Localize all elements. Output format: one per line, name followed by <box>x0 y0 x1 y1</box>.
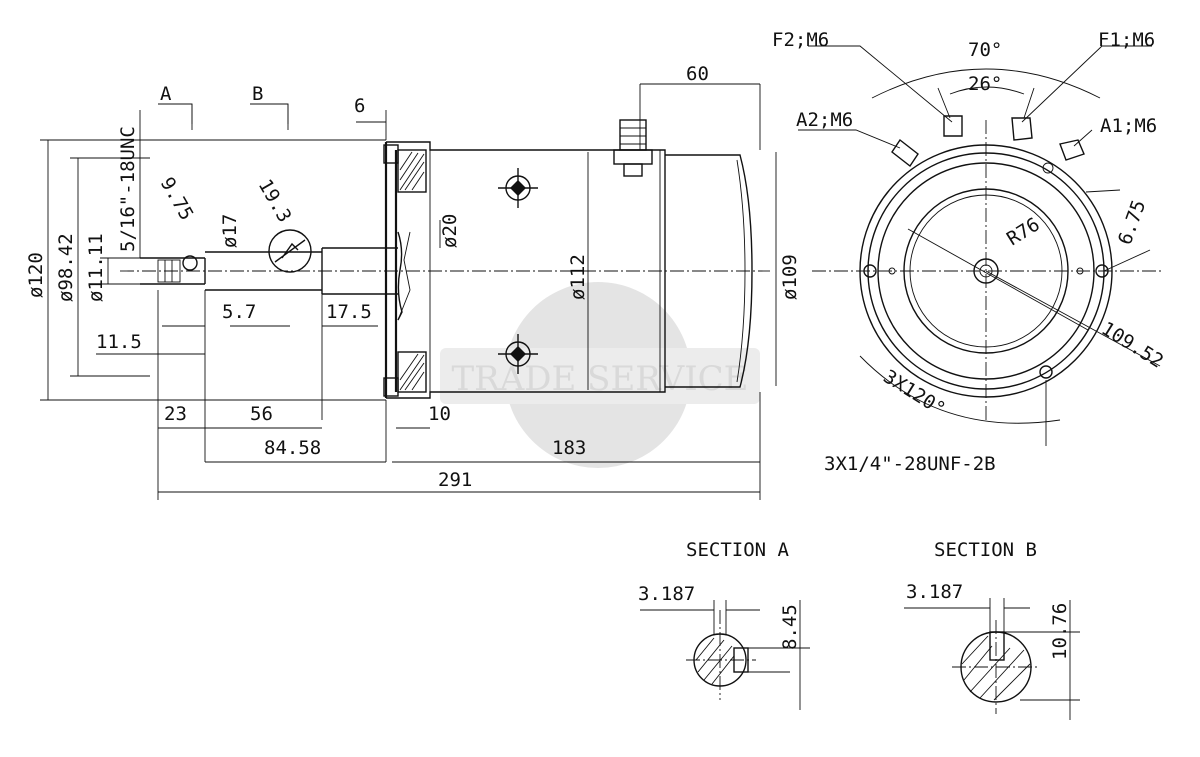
top-terminal <box>613 119 653 177</box>
dim-hole-675: 6.75 <box>1114 197 1150 248</box>
dim-hole-diameter: 9.75 <box>156 174 198 225</box>
dim-angle-26: 26° <box>968 73 1002 95</box>
dim-body-112: ø112 <box>567 254 589 300</box>
section-b-dim-height: 10.76 <box>1049 603 1071 660</box>
dim-thread: 5/16"-18UNC <box>117 126 139 252</box>
dim-shaft-diameter: ø11.11 <box>85 233 107 302</box>
dim-overall-diameter: ø120 <box>25 252 47 298</box>
dim-body-109: ø109 <box>779 254 801 300</box>
section-a-dim-width: 3.187 <box>638 583 695 605</box>
section-marker-a: A <box>160 83 172 105</box>
dim-tapped-holes: 3X1/4"-28UNF-2B <box>824 453 996 475</box>
end-view: F2;M6 F1;M6 A2;M6 A1;M6 70° 26° R76 6.75… <box>772 29 1167 475</box>
mount-symbol-top <box>498 168 538 208</box>
section-a: SECTION A 3.187 8.45 <box>638 539 810 710</box>
dim-length-23: 23 <box>164 403 187 425</box>
terminal-label-f2: F2;M6 <box>772 29 829 51</box>
dim-length-5-7: 5.7 <box>222 301 256 323</box>
dim-length-183: 183 <box>552 437 586 459</box>
watermark-text: TRADE SERVICE <box>451 359 748 399</box>
section-marker-b: B <box>252 83 263 105</box>
watermark: TRADE SERVICE <box>440 282 760 468</box>
mount-symbol-bottom <box>498 334 538 374</box>
section-b-title: SECTION B <box>934 539 1037 561</box>
section-b: SECTION B 3.187 10.76 <box>904 539 1080 720</box>
dim-radius-76: R76 <box>1003 213 1044 250</box>
dim-length-17-5: 17.5 <box>326 301 372 323</box>
terminal-label-f1: F1;M6 <box>1098 29 1155 51</box>
dim-length-6: 6 <box>354 95 365 117</box>
dim-length-56: 56 <box>250 403 273 425</box>
terminal-label-a1: A1;M6 <box>1100 115 1157 137</box>
section-a-dim-height: 8.45 <box>779 604 801 650</box>
section-b-dim-width: 3.187 <box>906 581 963 603</box>
dim-shaft-17: ø17 <box>219 214 241 248</box>
dim-length-291: 291 <box>438 469 472 491</box>
section-a-title: SECTION A <box>686 539 790 561</box>
side-view: A B ø120 ø98.42 ø11.11 5/16"-18UNC 9.75 … <box>25 63 801 500</box>
dim-circle-19: 19.3 <box>254 176 296 227</box>
dim-flange-diameter: ø98.42 <box>55 233 77 302</box>
dim-length-60: 60 <box>686 63 709 85</box>
dim-bore-20: ø20 <box>439 214 461 248</box>
terminal-label-a2: A2;M6 <box>796 109 853 131</box>
dim-length-10: 10 <box>428 403 451 425</box>
dim-angle-70: 70° <box>968 39 1002 61</box>
dim-length-11-5: 11.5 <box>96 331 142 353</box>
dim-dia-10952: 109.52 <box>1097 318 1167 373</box>
dim-length-84-58: 84.58 <box>264 437 321 459</box>
